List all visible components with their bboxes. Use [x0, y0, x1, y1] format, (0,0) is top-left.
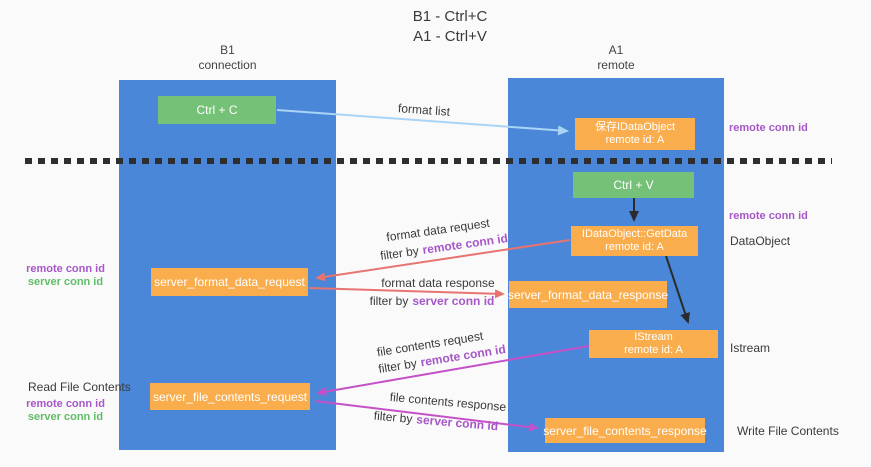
server-format-data-response-label: server_format_data_response	[507, 287, 669, 302]
save-dataobject-line2: remote id: A	[605, 134, 665, 146]
istream-box: IStream remote id: A	[589, 330, 718, 358]
right-column-header: A1 remote	[508, 43, 724, 73]
format-list-label: format list	[397, 101, 451, 119]
istream-line2: remote id: A	[624, 344, 683, 356]
left-column-subtitle: connection	[198, 58, 257, 72]
right-column-name: A1	[608, 43, 624, 57]
istream-side-label: Istream	[730, 341, 771, 355]
write-file-contents-label: Write File Contents	[737, 424, 839, 438]
ctrl-c-box: Ctrl + C	[158, 96, 276, 124]
left-column-name: B1	[220, 43, 235, 57]
getdata-box: IDataObject::GetData remote id: A	[571, 226, 698, 256]
read-server-conn-id-label: server conn id	[27, 411, 104, 423]
istream-line1: IStream	[634, 331, 673, 343]
server-file-contents-response-label: server_file_contents_response	[543, 423, 707, 438]
left-column-header: B1 connection	[119, 43, 336, 73]
dashed-separator-line	[25, 158, 832, 164]
left-server-conn-id-label: server conn id	[27, 276, 104, 288]
diagram-title: B1 - Ctrl+C A1 - Ctrl+V	[355, 7, 545, 47]
ctrl-v-box: Ctrl + V	[573, 172, 694, 198]
filter-by-text: filter by	[377, 356, 418, 376]
read-conn-ids-group: remote conn id server conn id	[18, 398, 113, 424]
save-dataobject-box: 保存IDataObject remote id: A	[575, 118, 695, 150]
server-conn-id-text: server conn id	[412, 294, 495, 308]
server-file-contents-request-box: server_file_contents_request	[150, 383, 310, 410]
remote-conn-id-mid-label: remote conn id	[729, 210, 808, 222]
filter-by-text: filter by	[379, 243, 420, 263]
read-file-contents-label: Read File Contents	[28, 380, 131, 394]
server-conn-id-text: server conn id	[415, 412, 499, 434]
server-format-data-request-box: server_format_data_request	[151, 268, 308, 296]
right-column-subtitle: remote	[597, 58, 635, 72]
title-line-1: B1 - Ctrl+C	[412, 8, 488, 25]
server-format-data-request-label: server_format_data_request	[154, 275, 305, 289]
title-line-2: A1 - Ctrl+V	[413, 28, 487, 45]
server-file-contents-request-label: server_file_contents_request	[152, 389, 308, 404]
filter-by-text: filter by	[369, 294, 409, 308]
getdata-line1: IDataObject::GetData	[581, 228, 688, 240]
left-conn-ids-group: remote conn id server conn id	[18, 263, 113, 289]
server-format-data-response-box: server_format_data_response	[507, 281, 669, 308]
getdata-line2: remote id: A	[605, 241, 664, 253]
server-file-contents-response-box: server_file_contents_response	[543, 418, 707, 443]
save-dataobject-line1: 保存IDataObject	[594, 121, 676, 133]
ctrl-c-label: Ctrl + C	[196, 103, 238, 117]
left-remote-conn-id-label: remote conn id	[26, 263, 105, 275]
remote-conn-id-top-label: remote conn id	[729, 122, 808, 134]
dataobject-label: DataObject	[730, 234, 791, 248]
ctrl-v-label: Ctrl + V	[613, 178, 654, 192]
filter-by-text: filter by	[373, 408, 414, 426]
format-data-response-label: format data response	[381, 276, 495, 290]
read-remote-conn-id-label: remote conn id	[26, 398, 105, 410]
